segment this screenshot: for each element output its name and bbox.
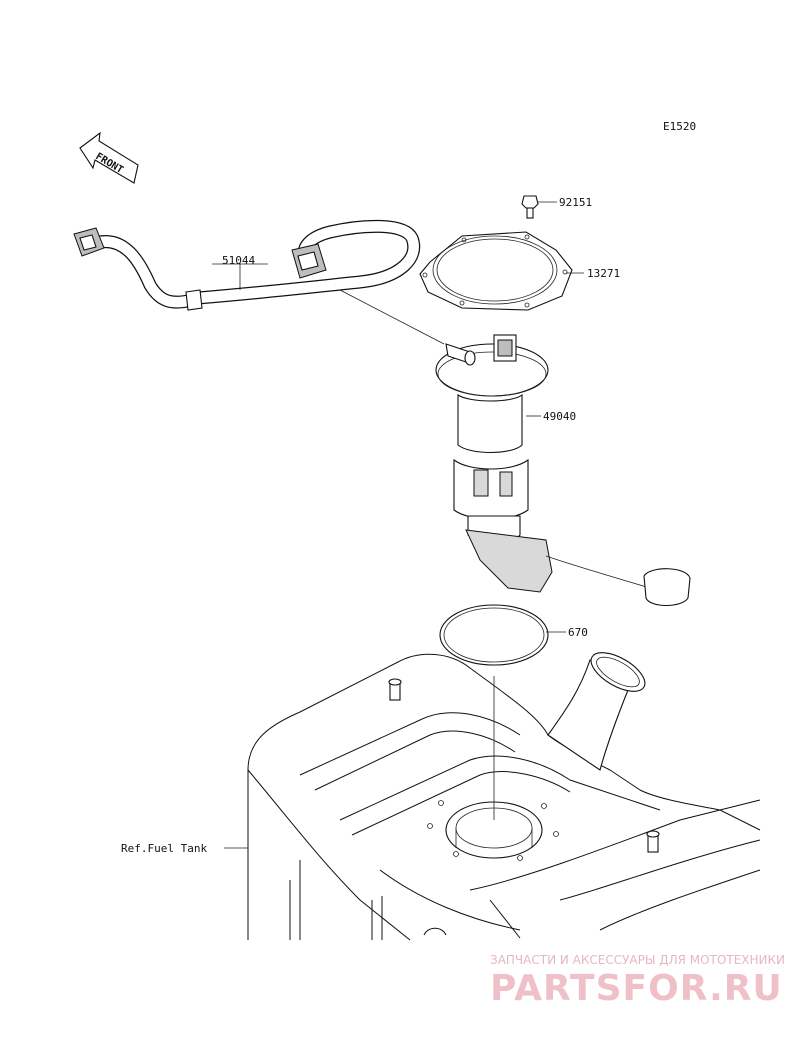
ref-fuel-tank-label: Ref.Fuel Tank (121, 842, 207, 855)
bolt-92151 (521, 195, 539, 219)
part-number-92151: 92151 (559, 196, 592, 209)
fuel-tank-reference (247, 652, 761, 941)
watermark-brand: PARTSFOR.RU (490, 968, 783, 1009)
watermark: ЗАПЧАСТИ И АКСЕССУАРЫ ДЛЯ МОТОТЕХНИКИ PA… (490, 953, 785, 1009)
part-number-49040: 49040 (543, 410, 576, 423)
part-number-13271: 13271 (587, 267, 620, 280)
o-ring-670 (439, 604, 549, 666)
watermark-subtitle: ЗАПЧАСТИ И АКСЕССУАРЫ ДЛЯ МОТОТЕХНИКИ (490, 953, 785, 967)
fuel-hose-51044 (73, 219, 421, 311)
leader-lines (212, 201, 584, 849)
part-number-51044: 51044 (222, 254, 255, 267)
part-number-670: 670 (568, 626, 588, 639)
front-arrow-icon: FRONT (79, 131, 139, 184)
gasket-13271 (419, 231, 573, 311)
fuel-pump-49040 (435, 334, 691, 607)
diagram-code: E1520 (663, 120, 696, 133)
